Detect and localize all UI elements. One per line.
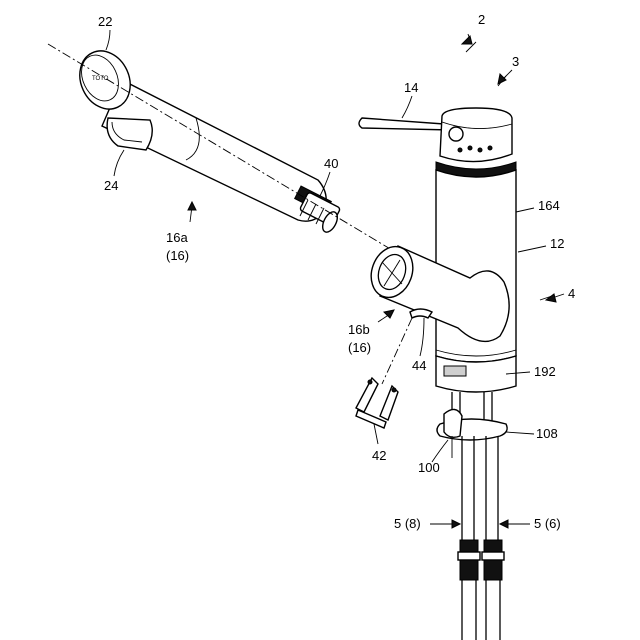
label-2: 2 [478,12,485,27]
label-40: 40 [324,156,338,171]
label-5-8: 5 (8) [394,516,421,531]
label-12: 12 [550,236,564,251]
label-16b-sub: (16) [348,340,371,355]
label-16a-sub: (16) [166,248,189,263]
label-16a: 16a [166,230,188,245]
head-brand-mark: TOTO [92,76,109,82]
faucet-body-12 [359,108,516,392]
label-3: 3 [512,54,519,69]
label-192: 192 [534,364,556,379]
label-42: 42 [372,448,386,463]
label-16b: 16b [348,322,370,337]
label-164: 164 [538,198,560,213]
label-100: 100 [418,460,440,475]
label-4: 4 [568,286,575,301]
label-5-6: 5 (6) [534,516,561,531]
supply-hoses-5 [437,392,507,640]
label-14: 14 [404,80,418,95]
label-22: 22 [98,14,112,29]
label-108: 108 [536,426,558,441]
clip-42 [356,378,398,428]
label-44: 44 [412,358,426,373]
axis-clip [382,318,412,384]
label-24: 24 [104,178,118,193]
